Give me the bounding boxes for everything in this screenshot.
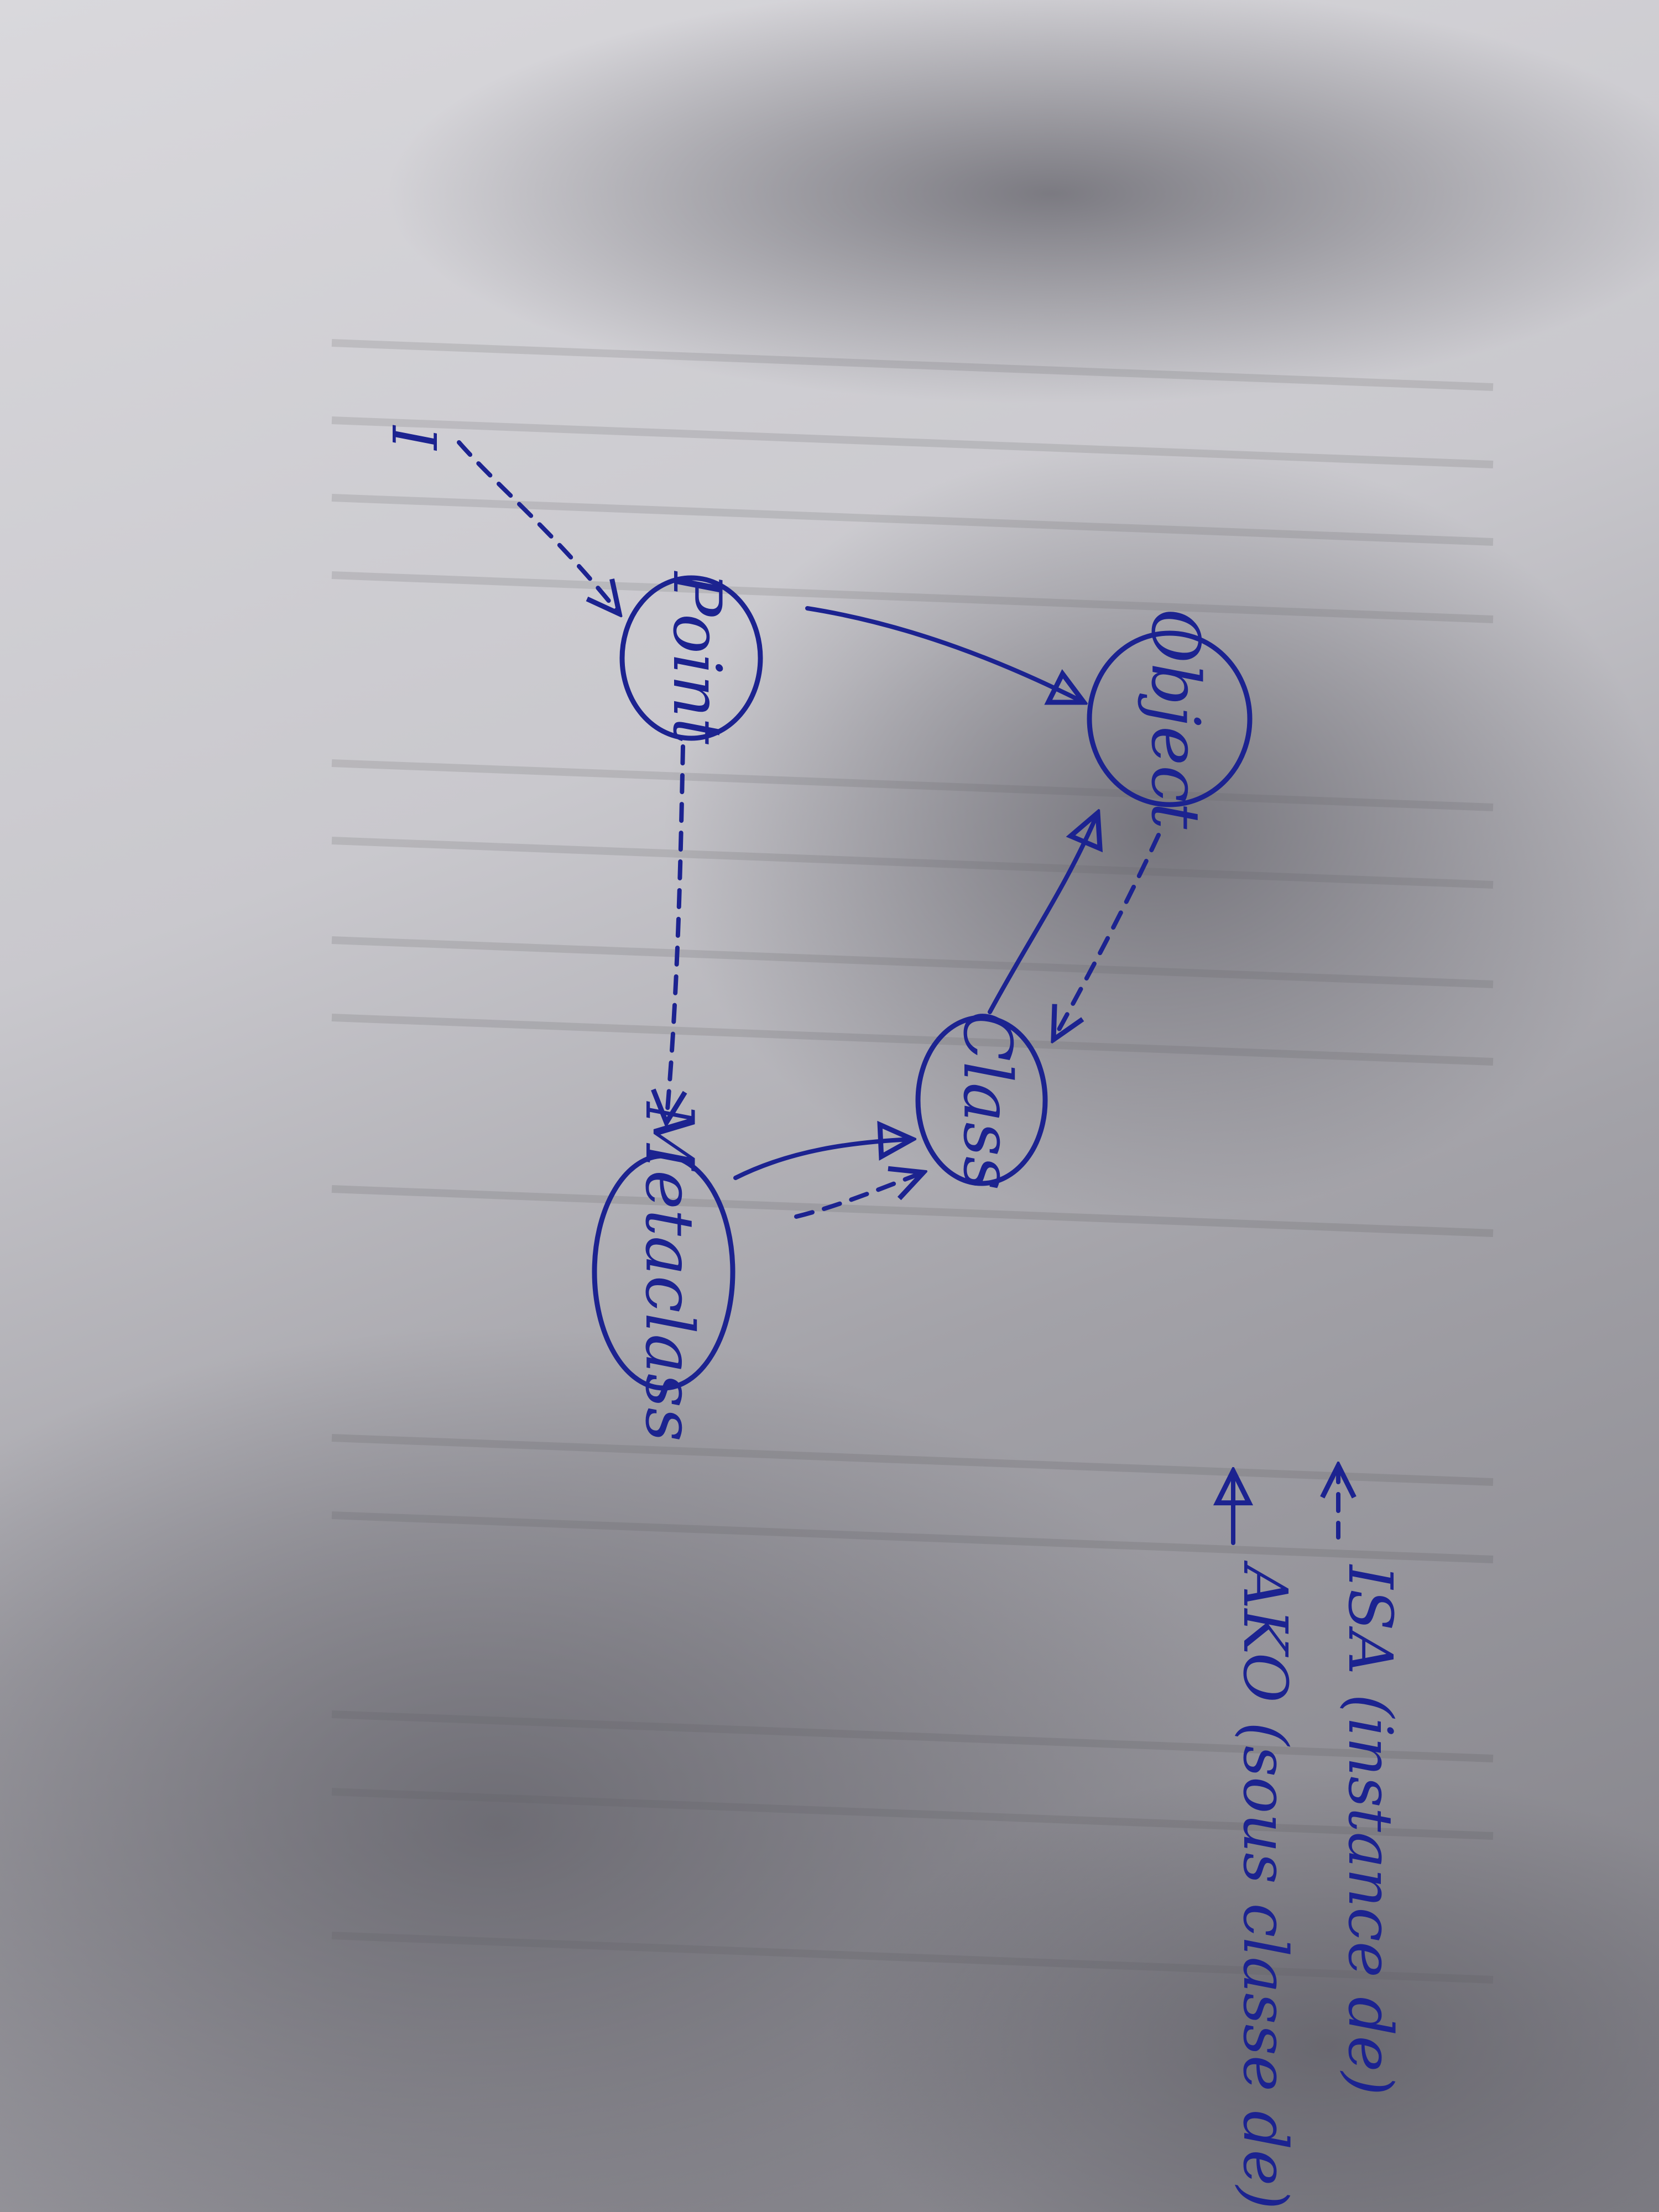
node-object-label: Object: [1136, 609, 1213, 830]
node-class: Class: [915, 1011, 1048, 1191]
legend-isa: ISA (instance de): [1335, 1465, 1406, 2095]
edge-point-object-ako: [805, 606, 1084, 702]
node-point-label: Point: [658, 571, 735, 745]
legend: ISA (instance de) AKO (sous classe de): [1230, 1465, 1406, 2209]
edge-start-to-point: [457, 440, 619, 614]
edge-object-class-isa: [1053, 833, 1161, 1040]
node-metaclass-label: Metaclass: [630, 1101, 707, 1442]
node-point-ellipse: [619, 575, 763, 741]
legend-ako: AKO (sous classe de): [1230, 1471, 1301, 2209]
node-point: Point: [619, 571, 763, 745]
node-object: Object: [1087, 609, 1253, 830]
legend-ako-label: AKO (sous classe de): [1230, 1560, 1301, 2209]
node-object-ellipse: [1087, 630, 1253, 807]
node-class-label: Class: [948, 1011, 1025, 1191]
edge-metaclass-class-isa: [794, 1172, 924, 1219]
node-class-ellipse: [915, 1015, 1048, 1186]
edge-class-object-ako: [988, 813, 1098, 1014]
edge-point-metaclass-isa: [666, 744, 683, 1123]
legend-isa-label: ISA (instance de): [1335, 1564, 1406, 2095]
node-metaclass: Metaclass: [592, 1101, 735, 1442]
edge-metaclass-class-ako: [733, 1139, 912, 1180]
start-marker: I: [378, 425, 449, 451]
node-metaclass-ellipse: [592, 1153, 735, 1391]
